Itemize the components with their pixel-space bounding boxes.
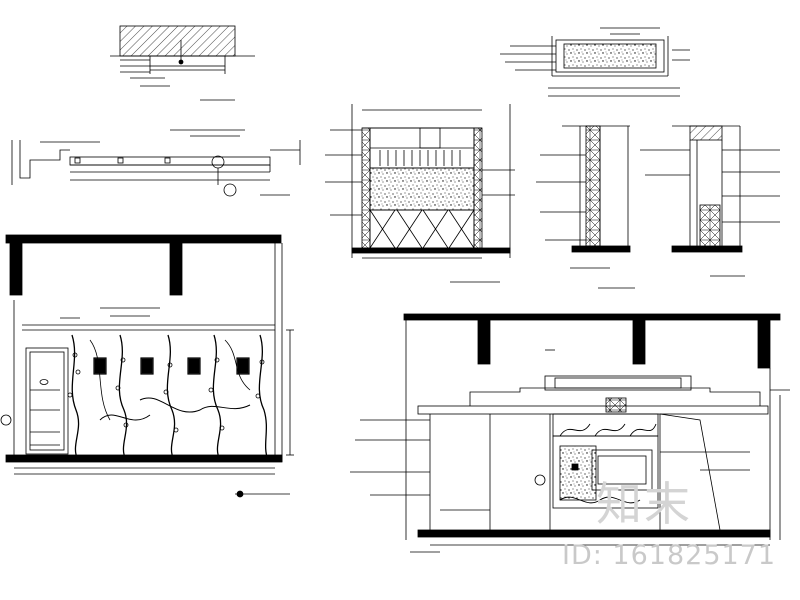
left-elevation xyxy=(0,234,294,498)
center-elevation xyxy=(325,104,515,283)
right-narrow-section xyxy=(640,125,780,277)
watermark-logo: 知末 xyxy=(596,477,692,531)
center-right-section xyxy=(536,125,635,289)
left-plan-strip xyxy=(11,129,301,197)
watermark-id: ID: 161825171 xyxy=(562,540,777,571)
top-section-detail xyxy=(110,25,255,101)
lower-right-elevation xyxy=(350,313,790,553)
top-right-box-section xyxy=(500,27,690,97)
